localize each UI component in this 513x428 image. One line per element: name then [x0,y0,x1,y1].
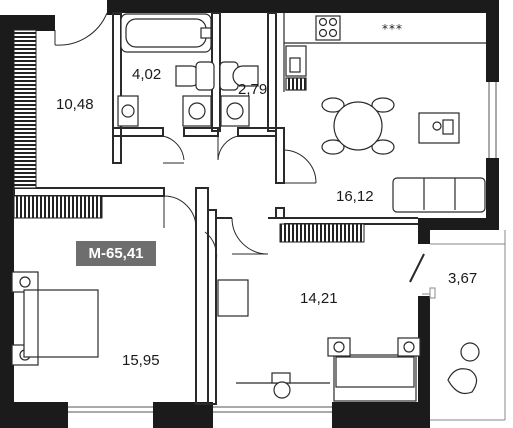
bed-left [11,271,99,366]
doors [54,12,425,283]
windows [68,82,497,413]
dining-table [321,97,395,155]
exterior-walls [0,0,499,428]
total-area-badge: М-65,41 [76,241,156,266]
stove-marks: *** [382,22,403,36]
room-area-bedroom-middle: 14,21 [300,290,338,307]
room-area-kitchen-living: 16,12 [336,188,374,205]
bedroom-middle-furniture [217,279,421,402]
wardrobes [13,29,365,243]
room-area-balcony: 3,67 [448,270,478,287]
side-table-plant [418,112,460,144]
room-area-wc: 2,79 [238,81,268,98]
room-area-entry-hall: 10,48 [56,96,94,113]
room-area-bathroom: 4,02 [132,66,162,83]
balcony-chair [447,342,480,395]
room-area-bedroom-left: 15,95 [122,352,160,369]
bathroom-fixtures [117,13,259,127]
sofa [392,177,486,213]
kitchen [283,13,486,92]
balcony [422,230,506,421]
